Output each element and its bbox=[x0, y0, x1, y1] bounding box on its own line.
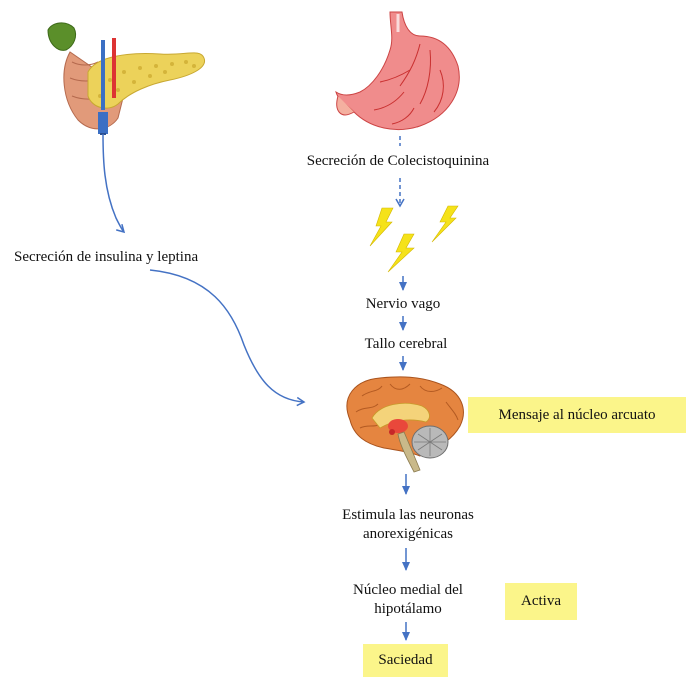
arcuate-message-highlight: Mensaje al núcleo arcuato bbox=[468, 397, 686, 433]
brain-illustration bbox=[347, 377, 463, 472]
neurons-label-line1: Estimula las neuronas bbox=[342, 506, 474, 525]
insulin-leptin-label: Secreción de insulina y leptina bbox=[14, 248, 198, 267]
nucleus-label: Núcleo medial del hipotálamo bbox=[353, 581, 463, 619]
brainstem-label: Tallo cerebral bbox=[365, 335, 448, 354]
cck-label: Secreción de Colecistoquinina bbox=[307, 152, 489, 171]
insulin-to-brain-arrow bbox=[150, 270, 304, 402]
neurons-label: Estimula las neuronas anorexigénicas bbox=[342, 506, 474, 544]
nucleus-label-line1: Núcleo medial del bbox=[353, 581, 463, 600]
activa-highlight: Activa bbox=[505, 583, 577, 620]
neurons-label-line2: anorexigénicas bbox=[342, 525, 474, 544]
stomach-illustration bbox=[336, 12, 459, 130]
lightning-bolt-icon bbox=[370, 206, 458, 272]
saciedad-highlight: Saciedad bbox=[363, 644, 448, 677]
vagus-nerve-label: Nervio vago bbox=[366, 295, 441, 314]
pancreas-to-insulin-arrow bbox=[103, 134, 124, 232]
pancreas-illustration bbox=[48, 23, 205, 134]
nucleus-label-line2: hipotálamo bbox=[353, 600, 463, 619]
